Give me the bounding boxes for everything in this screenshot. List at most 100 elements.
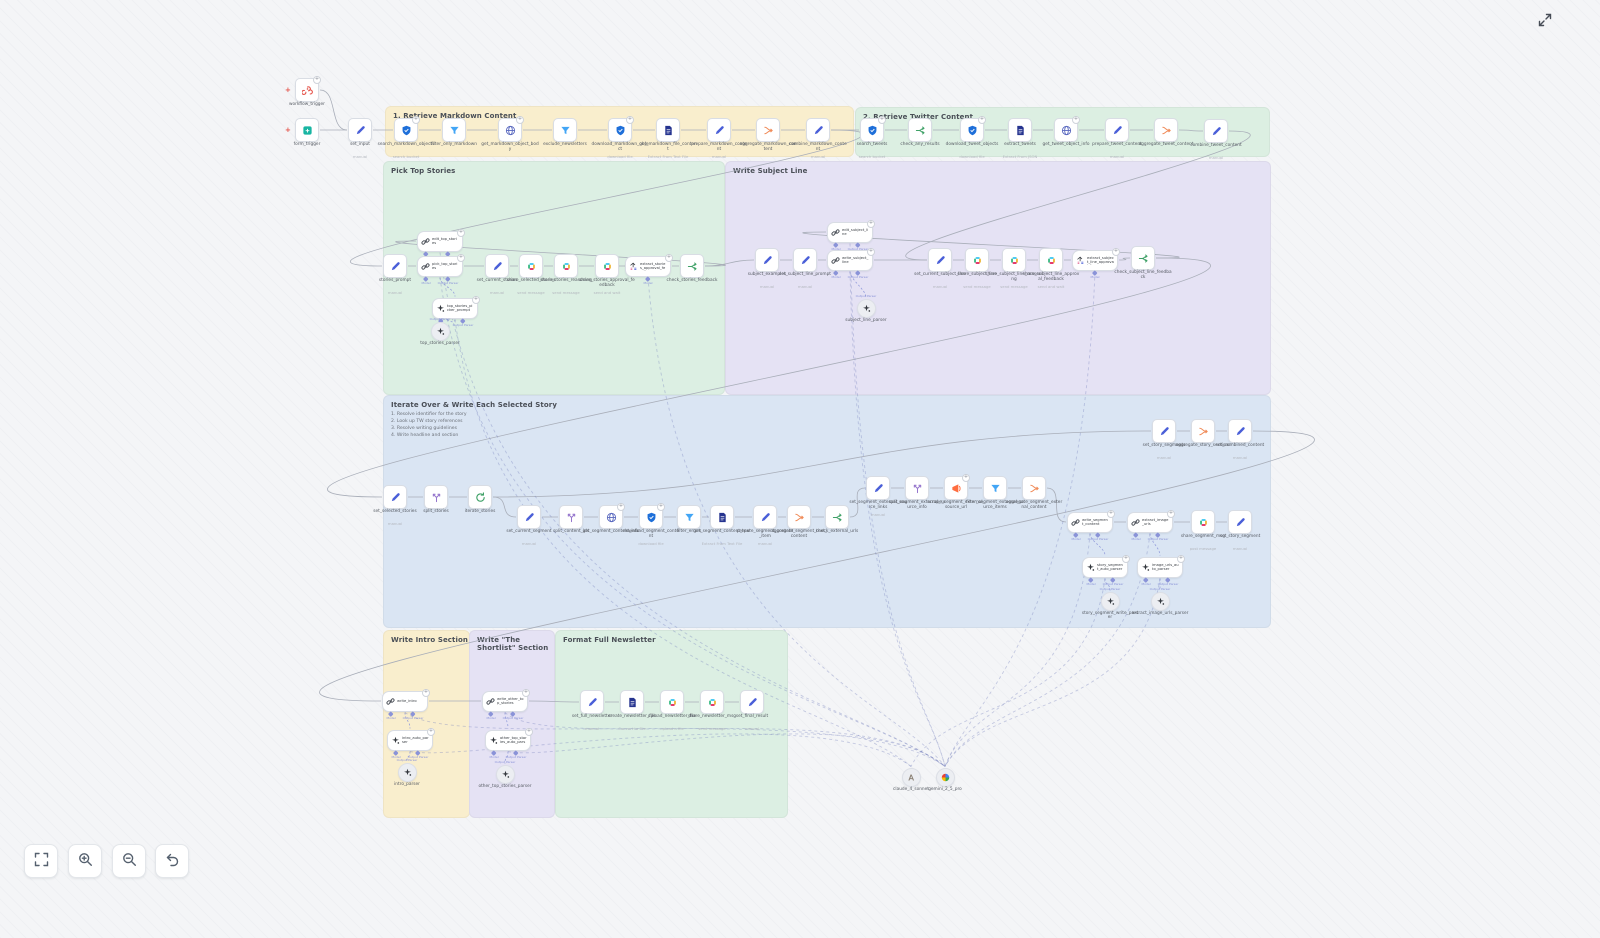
port-dot-icon[interactable] <box>388 710 394 716</box>
port-dot-icon[interactable] <box>393 749 399 755</box>
port-output-parser[interactable]: Output Parser <box>1103 576 1123 586</box>
add-node-icon[interactable]: + <box>516 116 524 124</box>
node-get-tweet-object-info[interactable]: get_tweet_object_info+ <box>1043 116 1089 147</box>
add-node-icon[interactable]: + <box>313 76 321 84</box>
add-node-icon[interactable]: + <box>867 247 875 256</box>
port-dot-icon[interactable] <box>1133 531 1139 537</box>
port-dot-icon[interactable] <box>415 749 421 755</box>
node-split-stories[interactable]: split_stories <box>423 485 449 514</box>
node-aggregate-tweet-content[interactable]: aggregate_tweet_content <box>1138 118 1194 147</box>
port-output-parser[interactable]: Output Parser <box>453 317 473 327</box>
group-write-the-shortlist-section[interactable]: Write "The Shortlist" Section <box>469 630 555 818</box>
port-dot-icon[interactable] <box>855 269 861 275</box>
group-format-full-newsletter[interactable]: Format Full Newsletter <box>555 630 788 818</box>
port-model[interactable]: Model <box>643 275 653 285</box>
expand-button[interactable] <box>1534 10 1556 32</box>
add-node-icon[interactable]: + <box>867 219 875 228</box>
port-model[interactable]: Model <box>392 749 401 759</box>
fit-view-button[interactable] <box>24 844 58 878</box>
port-output-parser[interactable]: Output Parser <box>408 749 428 759</box>
port-output-parser[interactable]: Output Parser <box>1088 531 1108 541</box>
node-filter-segment-external-source-items[interactable]: filter_segment_external_source_items <box>966 476 1024 510</box>
node-scrape-segment-external-source-url[interactable]: scrape_segment_external_source_url+ <box>927 474 985 510</box>
port-dot-icon[interactable] <box>1165 576 1171 582</box>
port-dot-icon[interactable] <box>1088 576 1094 582</box>
port-model[interactable]: Model <box>832 269 841 279</box>
port-model[interactable]: Model <box>1132 531 1141 541</box>
node-extract-stories-approval-feedb-[interactable]: extract_stories_approval_feedb...+Model <box>625 253 673 285</box>
port-output-parser[interactable]: Output Parser <box>438 275 458 285</box>
node-form-trigger[interactable]: form_trigger+ <box>285 118 320 147</box>
port-dot-icon[interactable] <box>460 317 466 323</box>
node-exclude-newsletters[interactable]: exclude_newsletters <box>543 118 587 147</box>
node-aggregate-story-sections[interactable]: aggregate_story_sections <box>1176 419 1230 448</box>
undo-button[interactable] <box>155 844 189 878</box>
add-node-icon[interactable]: + <box>427 727 435 736</box>
port-dot-icon[interactable] <box>1110 576 1116 582</box>
node-aggregate-markdown-content[interactable]: aggregate_markdown_content <box>740 118 796 152</box>
port-model[interactable]: Model <box>422 275 431 285</box>
node-aggregate-segment-text-content[interactable]: aggregate_segment_text_content <box>771 505 827 539</box>
node-split-segment-external-source-info[interactable]: split_segment_external_source_info <box>889 476 945 510</box>
node-get-markdown-object-body[interactable]: get_markdown_object_body+ <box>481 116 539 152</box>
add-node-icon[interactable]: + <box>1177 554 1185 563</box>
node-workflow-trigger[interactable]: workflow_trigger++ <box>285 76 325 107</box>
add-node-icon[interactable]: + <box>617 503 625 511</box>
port-dot-icon[interactable] <box>410 710 416 716</box>
port-dot-icon[interactable] <box>423 250 429 256</box>
add-node-icon[interactable]: + <box>626 116 634 124</box>
node-get-segment-content-info[interactable]: get_segment_content_info+ <box>583 503 639 534</box>
node-check-subject-line-feedback[interactable]: check_subject_line_feedback <box>1114 246 1172 280</box>
port-model[interactable]: Model <box>1072 531 1081 541</box>
add-node-icon[interactable]: + <box>878 116 886 124</box>
add-node-icon[interactable]: + <box>525 727 533 736</box>
port-dot-icon[interactable] <box>423 275 429 281</box>
port-dot-icon[interactable] <box>1143 576 1149 582</box>
add-node-icon[interactable]: + <box>1167 509 1175 518</box>
port-output-parser[interactable]: Output Parser <box>1148 531 1168 541</box>
node-gemini-2-5-pro[interactable]: gemini_2_5_pro <box>928 767 962 791</box>
add-node-icon[interactable]: + <box>457 228 465 237</box>
add-node-icon[interactable]: + <box>665 253 673 262</box>
node-check-any-results[interactable]: check_any_results <box>900 118 940 147</box>
port-output-parser[interactable]: Output Parser <box>1158 576 1178 586</box>
port-dot-icon[interactable] <box>1073 531 1079 537</box>
add-node-icon[interactable]: + <box>1122 554 1130 563</box>
node-other-top-stories-auto-parser[interactable]: other_top_stories_auto_parser+ModelOutpu… <box>485 727 533 759</box>
zoom-out-button[interactable] <box>112 844 146 878</box>
port-output-parser[interactable]: Output Parser <box>506 749 526 759</box>
node-split-content-ids[interactable]: split_content_ids <box>553 505 589 534</box>
port-dot-icon[interactable] <box>1092 269 1098 275</box>
